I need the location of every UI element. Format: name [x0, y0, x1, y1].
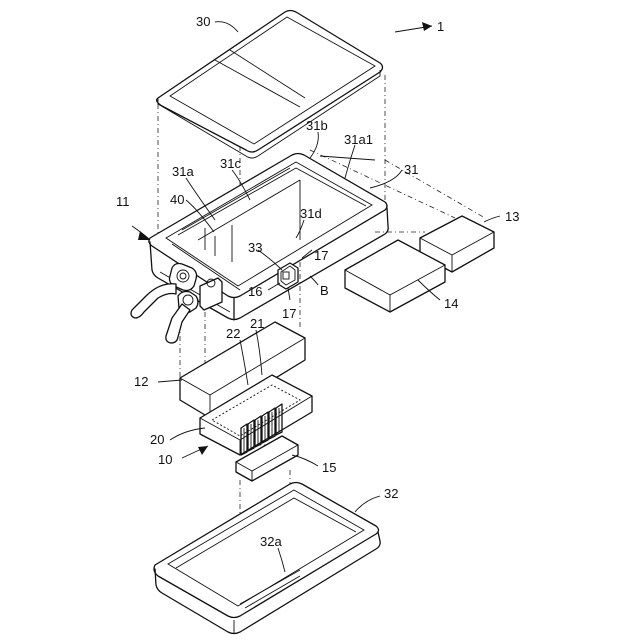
label-15: 15	[322, 460, 336, 475]
label-17-top: 17	[314, 248, 328, 263]
arrow-11-head	[138, 231, 150, 240]
tray-32	[154, 483, 380, 635]
label-31a1: 31a1	[344, 132, 373, 147]
label-10: 10	[158, 452, 172, 467]
label-13: 13	[505, 209, 519, 224]
label-31: 31	[404, 162, 418, 177]
label-31d: 31d	[300, 206, 322, 221]
label-32a: 32a	[260, 534, 282, 549]
label-31b: 31b	[306, 118, 328, 133]
label-14: 14	[444, 296, 458, 311]
label-22: 22	[226, 326, 240, 341]
arrow-10-head	[198, 446, 208, 455]
label-12: 12	[134, 374, 148, 389]
label-33: 33	[248, 240, 262, 255]
label-31a: 31a	[172, 164, 194, 179]
label-1: 1	[437, 19, 444, 34]
label-11: 11	[116, 194, 130, 209]
label-17-bottom: 17	[282, 306, 296, 321]
label-20: 20	[150, 432, 164, 447]
label-21: 21	[250, 316, 264, 331]
label-16: 16	[248, 284, 262, 299]
label-32: 32	[384, 486, 398, 501]
label-B: B	[320, 283, 329, 298]
label-30: 30	[196, 14, 210, 29]
arrow-1-head	[422, 22, 432, 31]
label-31c: 31c	[220, 156, 241, 171]
label-40: 40	[170, 192, 184, 207]
